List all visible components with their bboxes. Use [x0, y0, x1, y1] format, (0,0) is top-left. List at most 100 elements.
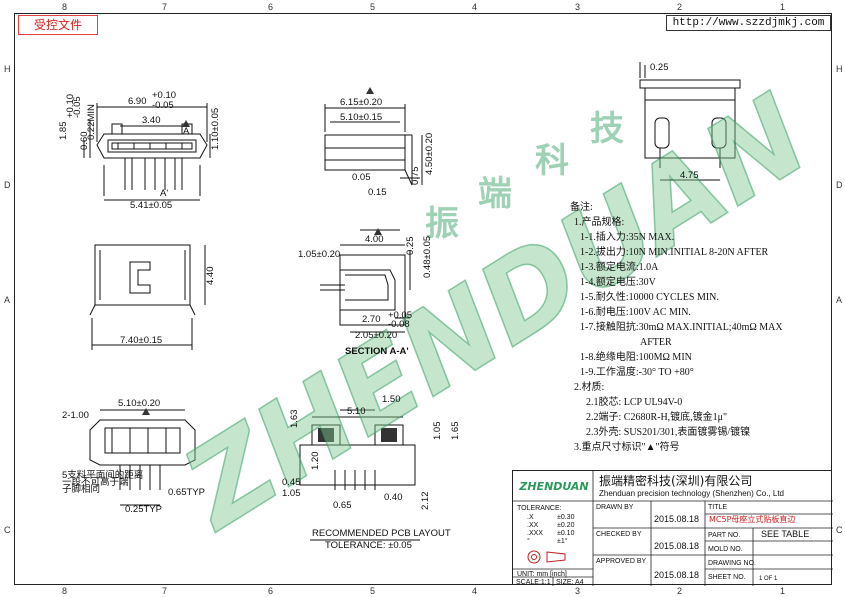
drawing-no-label: DRAWING NO.: [708, 560, 756, 567]
column-label: 8: [62, 586, 68, 596]
dim-section-5-tol-plus: +0.05: [388, 310, 412, 321]
drawing-title: MC5P母座立式贴板直边: [709, 515, 796, 524]
approved-date: 2015.08.18: [654, 570, 700, 580]
tol-val: ±0.30: [557, 514, 575, 521]
dim-right-1: 0.25: [650, 62, 669, 73]
dim-top-tol-plus: +0.10: [152, 90, 176, 101]
dim-pcb-0: 1.63: [289, 410, 300, 429]
column-label: 6: [268, 586, 274, 596]
dim-pcb-2: 1.50: [382, 394, 401, 405]
drawn-by-label: DRAWN BY: [596, 504, 634, 511]
front-view-drawing: [89, 244, 206, 350]
notes-title: 备注:: [570, 202, 593, 213]
dim-bl-1: 5.10±0.20: [118, 398, 160, 409]
dim-front-width: 7.40±0.15: [120, 335, 162, 346]
checked-by-label: CHECKED BY: [596, 531, 642, 538]
note-line: 2.2端子: C2680R-H,镀底,镀金1μ": [586, 412, 728, 423]
dim-pcb-6: 0.45: [282, 477, 301, 488]
projection-symbol-icon: [527, 550, 566, 564]
note-line: 1.产品规格:: [574, 217, 625, 228]
bl-note-0: 5支料平面间的距离: [62, 469, 143, 481]
tol-val: ±1°: [557, 538, 568, 545]
dim-section-5: 2.70: [362, 314, 381, 325]
dim-top-left-0: 1.85: [58, 122, 69, 141]
dim-side-4: 0.75: [410, 167, 421, 186]
dim-pcb-9: 0.40: [384, 492, 403, 503]
note-line: AFTER: [640, 337, 672, 348]
note-line: 1-7.接触阻抗:30mΩ MAX.INITIAL;40mΩ MAX: [580, 322, 783, 333]
dim-top-left-2: -0.05: [72, 96, 83, 118]
pcb-tolerance: TOLERANCE: ±0.05: [325, 540, 412, 551]
website-url[interactable]: http://www.szzdjmkj.com: [666, 15, 831, 31]
column-label: 6: [268, 2, 274, 12]
dim-pcb-8: 0.65: [333, 500, 352, 511]
dim-bl-4: 0.25TYP: [125, 504, 162, 515]
title-block: ZHENDUAN 振端精密科技(深圳)有限公司 Zhenduan precisi…: [512, 470, 833, 586]
column-label: 1: [780, 2, 786, 12]
row-label: C: [4, 525, 11, 535]
dim-top-overall: 6.90: [128, 96, 147, 107]
dim-front-height: 4.40: [205, 267, 216, 286]
section-view-drawing: [320, 229, 411, 333]
dim-pcb-10: 2.12: [420, 492, 431, 511]
section-mark-a: A: [183, 126, 190, 137]
row-label: A: [4, 295, 11, 305]
size-label: SIZE: A4: [556, 579, 584, 586]
note-line: 1-1.插入力:35N MAX.: [580, 232, 675, 243]
controlled-document-stamp: 受控文件: [18, 15, 98, 35]
checked-date: 2015.08.18: [654, 541, 700, 551]
tol-key: .X: [527, 514, 534, 521]
mold-no-label: MOLD NO.: [708, 546, 743, 553]
tol-val: ±0.20: [557, 522, 575, 529]
dim-pcb-7: 1.05: [282, 488, 301, 499]
dim-section-6: 2.05±0.20: [355, 330, 397, 341]
note-line: 1-5.耐久性:10000 CYCLES MIN.: [580, 292, 719, 303]
column-label: 3: [575, 2, 581, 12]
column-label: 4: [472, 586, 478, 596]
company-logo: ZHENDUAN: [519, 480, 589, 493]
tol-val: ±0.10: [557, 530, 575, 537]
right-view-drawing: [639, 62, 741, 181]
dim-section-3: 0.25: [405, 237, 416, 256]
row-label: H: [4, 64, 11, 74]
column-label: 2: [677, 2, 683, 12]
bottom-left-view-drawing: [89, 409, 196, 506]
column-label: 7: [162, 2, 168, 12]
row-label: C: [836, 525, 843, 535]
note-line: 1-8.绝缘电阻:100MΩ MIN: [580, 352, 692, 363]
dim-side-5: 0.05: [352, 172, 371, 183]
dim-section-5-tol-minus: -0.08: [388, 319, 410, 330]
dim-pcb-5: 1.20: [310, 452, 321, 471]
section-label: SECTION A-A': [345, 346, 409, 357]
column-label: 5: [370, 586, 376, 596]
dim-top-bottom: 5.41±0.05: [130, 200, 172, 211]
row-label: A: [836, 295, 843, 305]
column-label: 3: [575, 586, 581, 596]
company-name-en: Zhenduan precision technology (Shenzhen)…: [599, 489, 785, 498]
scale-label: SCALE:1:1: [516, 579, 551, 586]
dim-right-2: 4.75: [680, 170, 699, 181]
approved-by-label: APPROVED BY: [596, 558, 647, 565]
dim-top-inner: 3.40: [142, 115, 161, 126]
note-line: 1-2.拔出力:10N MIN.INITIAL 8-20N AFTER: [580, 247, 769, 258]
dim-pcb-3: 1.05: [432, 422, 443, 441]
dim-section-2: 4.00: [365, 234, 384, 245]
top-view-drawing: [83, 103, 211, 201]
dim-pcb-4: 1.65: [450, 422, 461, 441]
pcb-layout-drawing: [299, 409, 420, 541]
side-view-drawing: [324, 104, 423, 186]
specification-notes: 备注: 1.产品规格: 1-1.插入力:35N MAX. 1-2.拔出力:10N…: [570, 200, 832, 455]
note-line: 3.重点尺寸标识"▲"符号: [574, 442, 680, 453]
row-label: H: [836, 64, 843, 74]
dim-bl-2: 2-1.00: [62, 410, 89, 421]
bl-note-2: 子脚相同: [62, 483, 100, 495]
bl-note-1: 一段不可高于端: [62, 476, 129, 488]
note-line: 2.1胶芯: LCP UL94V-0: [586, 397, 683, 408]
dim-pcb-1: 5.10: [347, 406, 366, 417]
dim-top-left-3: 0.60: [79, 132, 90, 151]
column-label: 1: [780, 586, 786, 596]
tol-key: .XXX: [527, 530, 543, 537]
dim-side-6: 0.15: [368, 187, 387, 198]
